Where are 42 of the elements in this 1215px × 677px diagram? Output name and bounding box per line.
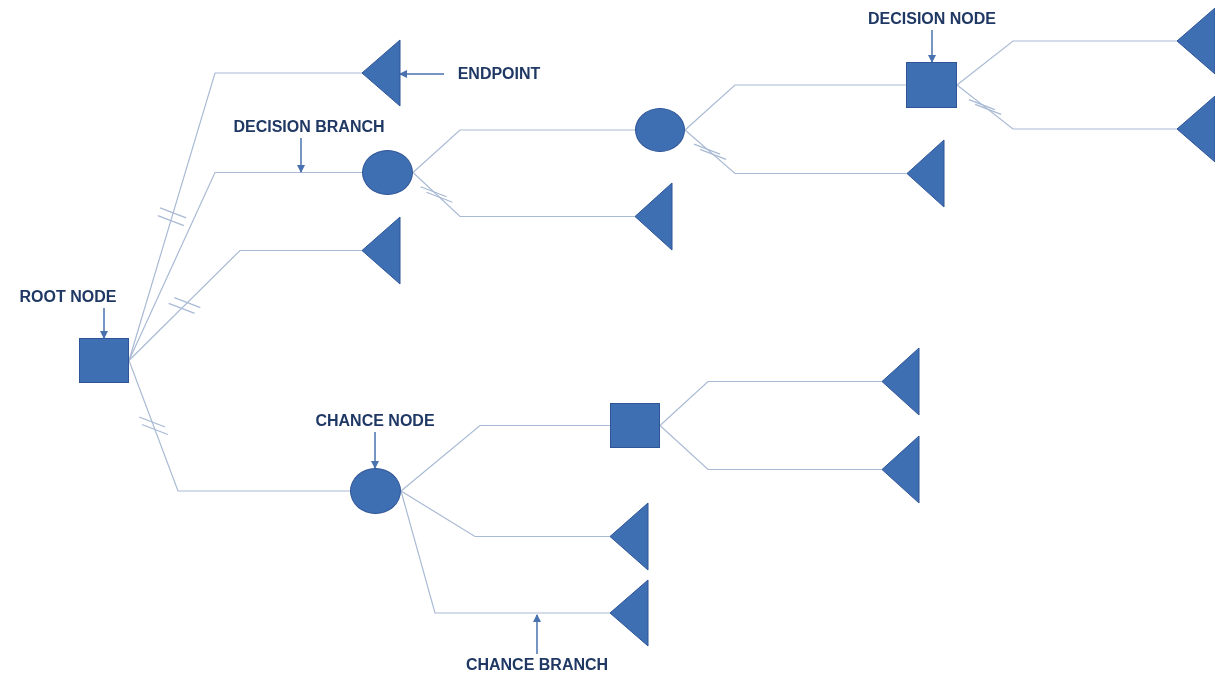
endpoint-triangle — [882, 436, 919, 503]
endpoint-triangle — [1177, 8, 1215, 74]
leader-arrow — [297, 137, 305, 173]
callout-label: CHANCE BRANCH — [442, 654, 632, 676]
leader-arrow — [100, 307, 108, 339]
endpoint-triangle — [882, 348, 919, 415]
chance-circle — [350, 468, 401, 514]
chance-circle — [362, 150, 413, 195]
branch-line — [128, 171, 363, 362]
branch-line — [956, 84, 1178, 130]
branch-line — [412, 171, 636, 218]
endpoint-triangle — [907, 140, 944, 207]
callout-label: ENDPOINT — [444, 63, 554, 85]
decision-square — [610, 403, 660, 448]
branch-line — [400, 490, 611, 614]
leader-arrow — [371, 431, 379, 469]
endpoint-triangle — [362, 217, 400, 284]
branch-line — [659, 424, 883, 471]
leader-arrow — [928, 29, 936, 63]
branch-line — [684, 84, 907, 131]
branch-line — [412, 129, 636, 174]
branch-line — [956, 40, 1178, 86]
callout-label: DECISION NODE — [852, 8, 1012, 30]
branch-line — [128, 359, 351, 492]
branch-line — [400, 490, 611, 538]
decision-square — [906, 62, 957, 108]
endpoint-triangle — [362, 40, 400, 106]
endpoint-triangle — [610, 580, 648, 646]
branch-line — [684, 129, 908, 175]
branch-line — [128, 249, 363, 362]
callout-label: CHANCE NODE — [300, 410, 450, 432]
callout-label: DECISION BRANCH — [214, 116, 404, 138]
chance-circle — [635, 108, 685, 152]
endpoint-triangle — [1177, 96, 1215, 162]
leader-arrow — [399, 70, 445, 78]
endpoint-triangle — [610, 503, 648, 570]
endpoint-triangle — [635, 183, 672, 250]
decision-square — [79, 338, 129, 383]
branch-line — [400, 424, 611, 492]
callout-label: ROOT NODE — [6, 286, 130, 308]
branch-line — [659, 380, 883, 427]
leader-arrow — [533, 614, 541, 655]
